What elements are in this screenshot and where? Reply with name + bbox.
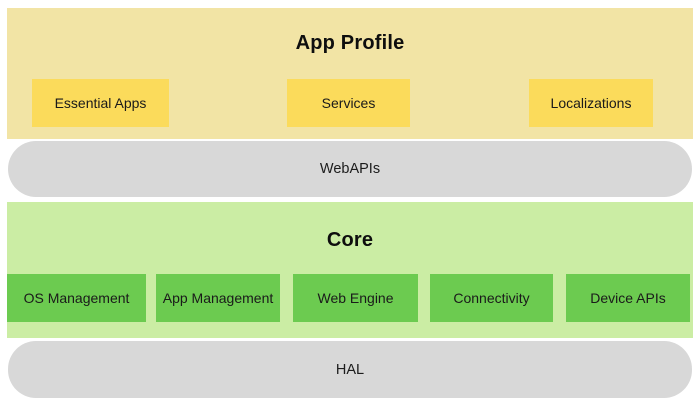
webapis-layer-bar: WebAPIs bbox=[8, 141, 692, 197]
app-profile-layer: App Profile Essential Apps Services Loca… bbox=[7, 8, 693, 139]
hal-layer-bar: HAL bbox=[8, 341, 692, 398]
connectivity-box: Connectivity bbox=[430, 274, 553, 322]
services-box: Services bbox=[287, 79, 410, 127]
app-management-box: App Management bbox=[156, 274, 280, 322]
web-engine-box: Web Engine bbox=[293, 274, 418, 322]
app-profile-title: App Profile bbox=[295, 32, 405, 54]
localizations-box: Localizations bbox=[529, 79, 653, 127]
core-layer: Core OS Management App Management Web En… bbox=[7, 202, 693, 338]
essential-apps-box: Essential Apps bbox=[32, 79, 169, 127]
os-management-box: OS Management bbox=[7, 274, 146, 322]
device-apis-box: Device APIs bbox=[566, 274, 690, 322]
core-title: Core bbox=[326, 229, 374, 251]
